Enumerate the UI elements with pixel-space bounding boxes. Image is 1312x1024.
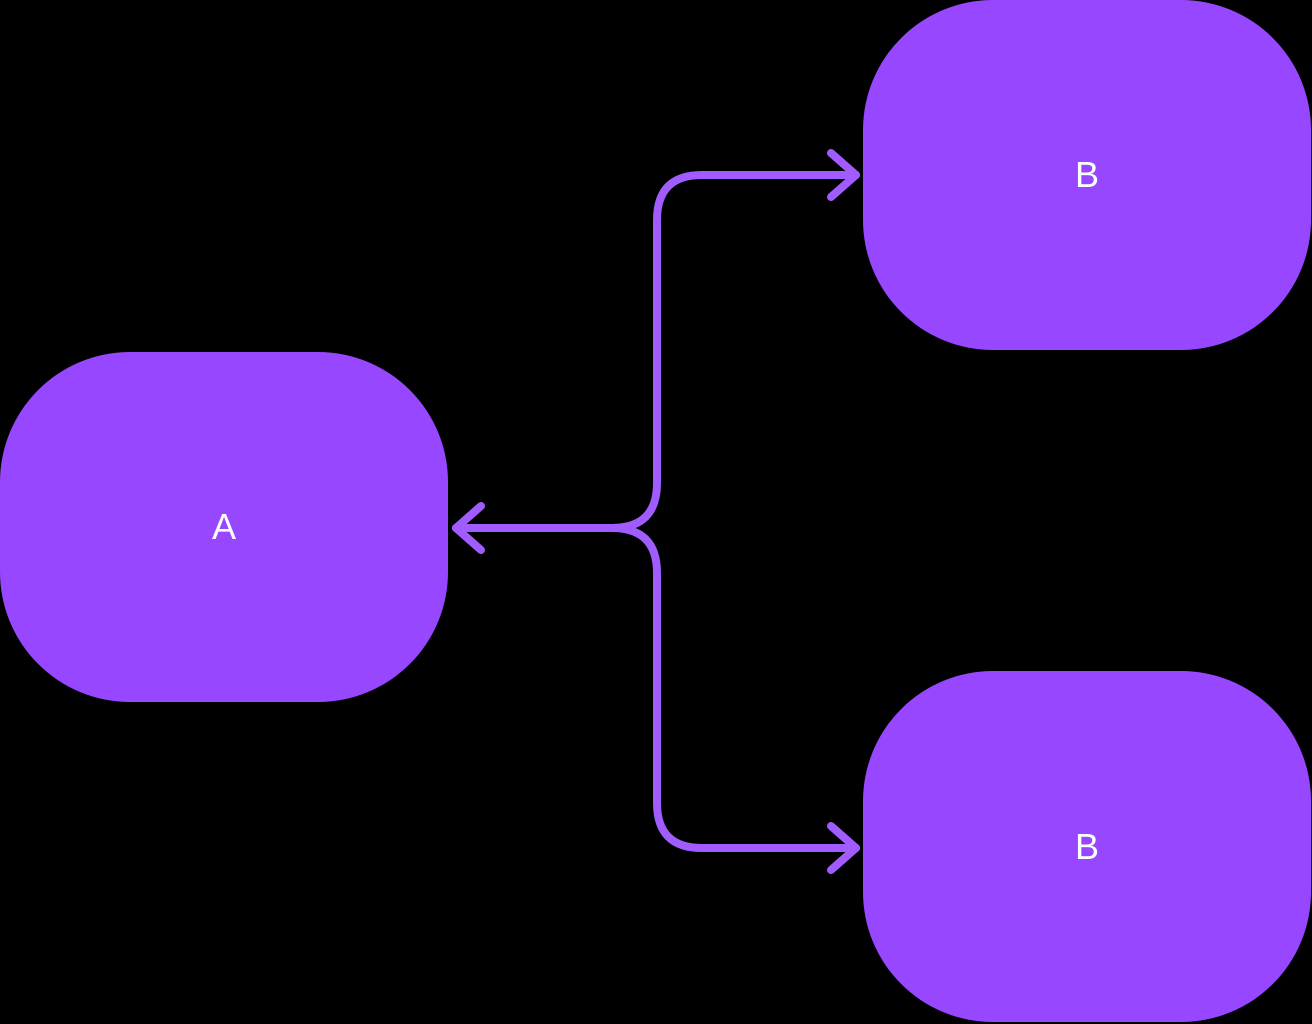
- node-b-bottom[interactable]: B: [863, 671, 1311, 1022]
- node-b-top-label: B: [1074, 154, 1099, 195]
- connector-a-to-b-top[interactable]: [452, 171, 860, 532]
- arrowhead-into-b-top-icon: [827, 149, 860, 201]
- node-b-top[interactable]: B: [863, 0, 1311, 350]
- node-a[interactable]: A: [0, 352, 448, 702]
- arrowhead-into-b-bottom-icon: [827, 822, 860, 874]
- connector-a-to-b-bottom[interactable]: [452, 524, 860, 852]
- arrowhead-into-a-icon: [452, 502, 485, 554]
- node-b-bottom-label: B: [1074, 825, 1099, 867]
- node-a-label: A: [211, 506, 236, 547]
